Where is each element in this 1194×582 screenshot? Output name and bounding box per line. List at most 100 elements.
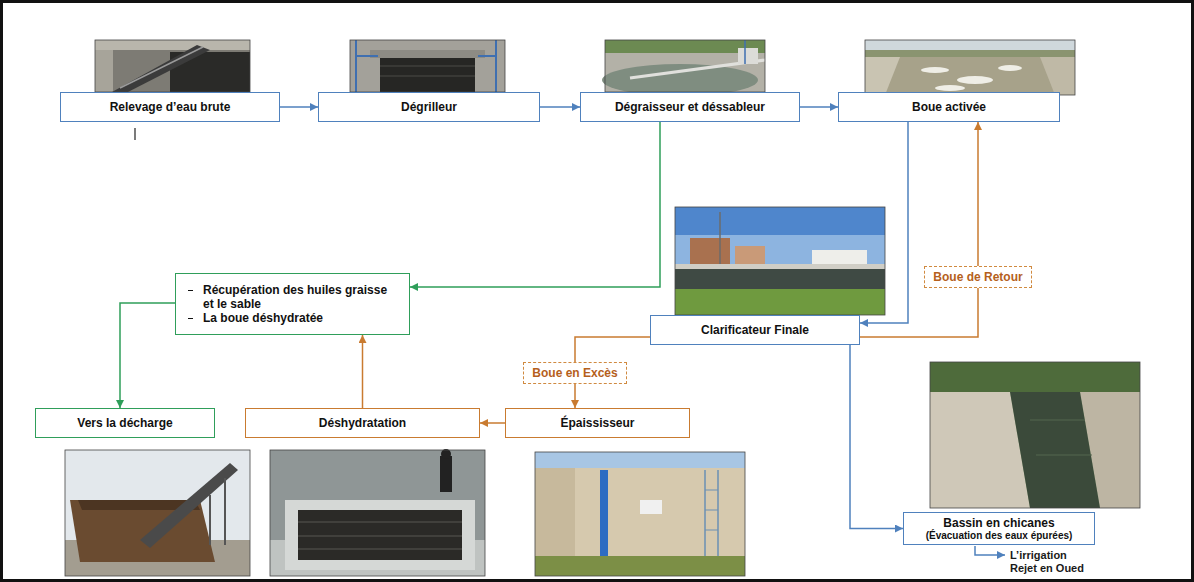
thickener-photo-part (535, 452, 745, 468)
grit-chamber-photo-part (605, 40, 765, 92)
aeration-basin-photo-part (865, 57, 900, 95)
sludge-box: Épaississeur (505, 408, 690, 438)
thickener-photo-part (600, 470, 608, 558)
thickener-photo-part (535, 468, 575, 558)
flow-connector (860, 122, 908, 323)
lift-station-photo-part (95, 50, 113, 92)
screen-photo-part (370, 50, 485, 58)
grit-chamber-photo (602, 40, 765, 96)
text-row: Dégrilleur (401, 100, 457, 114)
baffle-channel-photo-part (930, 362, 1140, 392)
skip-conveyor-photo-part (224, 478, 226, 545)
flow-connector (540, 106, 580, 108)
thickener-photo-part (535, 452, 745, 576)
dewatering-photo-part (298, 548, 462, 550)
skip-conveyor-photo-part (209, 495, 211, 545)
bullet-mark (188, 290, 193, 291)
aeration-basin-photo (865, 40, 1075, 95)
text-row: Déshydratation (319, 416, 406, 430)
thickener-photo-part (705, 530, 718, 531)
text-row: Épaississeur (560, 416, 634, 430)
baffle-channel-photo-part (930, 362, 1140, 508)
text-row: Vers la décharge (77, 416, 172, 430)
baffle-channel-photo-part (930, 362, 1140, 508)
dewatering-photo-part (270, 450, 485, 576)
clarifier-photo-part (675, 269, 885, 289)
box-label: Boue activée (912, 100, 986, 114)
flow-connector (850, 345, 903, 529)
box-label: Bassin en chicanes (943, 516, 1054, 530)
flow-connector (120, 303, 175, 408)
process-box: Clarificateur Finale (650, 315, 860, 345)
process-box: Dégrilleur (318, 92, 540, 122)
thickener-photo-part (640, 500, 662, 514)
baffle-channel-photo-part (1010, 392, 1100, 508)
dewatering-photo-part (440, 456, 452, 492)
dewatering-photo-part (298, 510, 462, 560)
clarifier-photo-part (675, 289, 885, 315)
aeration-basin-photo-part (935, 85, 965, 91)
thickener-photo-part (535, 556, 745, 576)
screen-photo-part (355, 40, 357, 92)
skip-conveyor-photo-part (140, 463, 238, 548)
clarifier-photo-part (675, 207, 885, 315)
box-label: La boue déshydratée (203, 311, 323, 325)
text-row: (Évacuation des eaux épurées) (926, 530, 1073, 542)
baffle-channel-photo-part (1030, 420, 1085, 421)
screen-photo-part (478, 55, 496, 57)
screen-photo-part (495, 40, 497, 92)
aeration-basin-photo-part (998, 65, 1022, 71)
thickener-photo-part (705, 510, 718, 511)
outlet-label: L’irrigation (1010, 549, 1067, 561)
flow-connector (410, 122, 660, 287)
text-row: Bassin en chicanes (943, 516, 1054, 530)
process-box: Dégraisseur et déssableur (580, 92, 800, 122)
aeration-basin-photo-part (865, 50, 1075, 57)
clarifier-photo-part (719, 212, 721, 268)
flow-connector (800, 106, 838, 108)
dewatering-photo-part (298, 521, 462, 523)
screen-photo (350, 40, 505, 92)
baffle-channel-photo (930, 362, 1140, 508)
flow-connector (860, 122, 978, 337)
clarifier-photo-part (675, 207, 885, 315)
thickener-photo (535, 452, 745, 576)
aeration-basin-photo-part (865, 57, 1075, 95)
screen-photo-part (350, 40, 505, 92)
thickener-photo-part (705, 490, 718, 491)
screen-photo-part (356, 55, 378, 57)
thickener-photo-part (704, 470, 706, 558)
text-row: Clarificateur Finale (701, 323, 809, 337)
aeration-basin-photo-part (921, 67, 949, 73)
skip-conveyor-photo-part (65, 450, 250, 576)
text-row: Boue activée (912, 100, 986, 114)
box-label: Déshydratation (319, 416, 406, 430)
screen-photo-part (380, 66, 475, 67)
skip-conveyor-photo (65, 450, 250, 576)
sludge-box: Déshydratation (245, 408, 480, 438)
lift-station-photo-part (95, 40, 250, 50)
box-label: Vers la décharge (77, 416, 172, 430)
flow-connector (362, 335, 364, 408)
skip-conveyor-photo-part (65, 450, 250, 576)
flow-connector (480, 422, 505, 424)
box-label: Dégrilleur (401, 100, 457, 114)
clarifier-photo (675, 207, 885, 315)
outlet-arrow (975, 546, 1005, 555)
lift-station-photo (95, 40, 250, 92)
lift-station-photo-part (95, 40, 250, 92)
text-row: La boue déshydratée (184, 311, 401, 325)
box-subtitle: (Évacuation des eaux épurées) (926, 530, 1073, 542)
flow-label: Boue de Retour (924, 266, 1031, 288)
flow-label: Boue en Excès (523, 362, 626, 384)
box-label: Dégraisseur et déssableur (615, 100, 765, 114)
lift-station-photo-part (95, 40, 250, 92)
lift-station-photo-part (120, 47, 203, 88)
flow-connector (280, 106, 318, 108)
dewatering-photo-part (270, 450, 485, 576)
clarifier-photo-part (735, 246, 765, 266)
dewatering-photo (270, 449, 485, 576)
grit-chamber-photo-part (744, 40, 746, 64)
process-box: Relevage d’eau brute (60, 92, 280, 122)
box-label: Clarificateur Finale (701, 323, 809, 337)
